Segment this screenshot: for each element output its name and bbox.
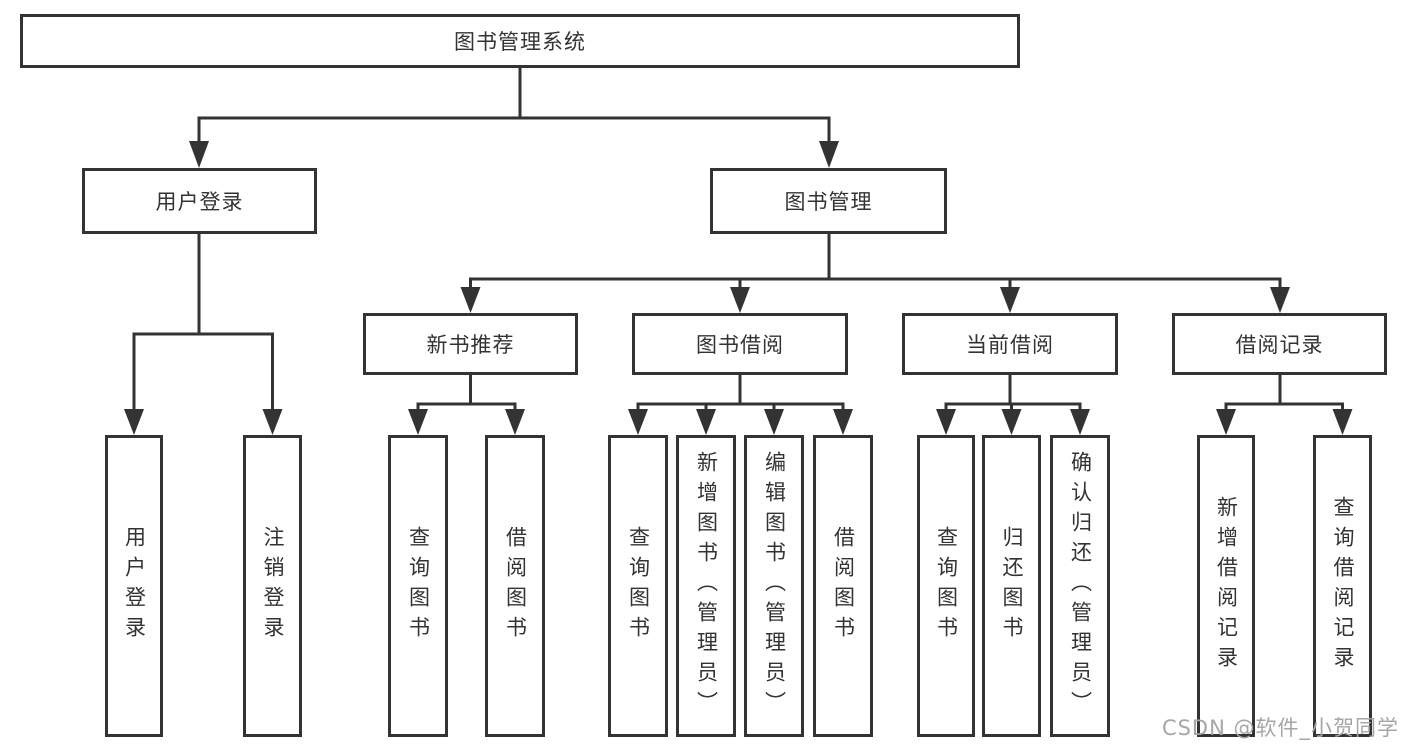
arrow-down-icon — [833, 409, 853, 435]
node-label: 用户登录 — [122, 526, 147, 646]
arrow-down-icon — [1000, 287, 1020, 313]
leaf-add-borrow-record: 新增借阅记录 — [1197, 435, 1255, 737]
node-label: 注销登录 — [261, 526, 285, 646]
arrow-down-icon — [1070, 409, 1090, 435]
node-user-login: 用户登录 — [82, 168, 317, 234]
node-label: 查询图书 — [406, 526, 431, 646]
connector-borrow-records — [1216, 375, 1353, 435]
leaf-query-borrow-record: 查询借阅记录 — [1313, 435, 1372, 737]
arrow-down-icon — [1332, 409, 1353, 435]
node-borrow-records: 借阅记录 — [1172, 313, 1387, 375]
leaf-confirm-return-admin: 确认归还（管理员） — [1050, 435, 1110, 737]
node-label: 图书借阅 — [696, 333, 784, 357]
node-label: 归还图书 — [1000, 526, 1024, 646]
node-new-book-recommend: 新书推荐 — [363, 313, 578, 375]
node-label: 编辑图书（管理员） — [762, 451, 787, 721]
arrow-down-icon — [460, 287, 481, 313]
arrow-down-icon — [1270, 287, 1290, 313]
node-label: 借阅图书 — [831, 526, 856, 646]
node-label: 新增图书（管理员） — [694, 451, 719, 721]
node-label: 借阅图书 — [503, 526, 528, 646]
leaf-add-books-admin: 新增图书（管理员） — [676, 435, 736, 737]
node-label: 当前借阅 — [966, 333, 1054, 357]
node-book-management: 图书管理 — [710, 168, 947, 234]
leaf-borrow-books: 借阅图书 — [813, 435, 873, 737]
leaf-borrow-books-recommend: 借阅图书 — [485, 435, 545, 737]
arrow-down-icon — [262, 409, 283, 435]
arrow-down-icon — [936, 409, 956, 435]
leaf-user-login: 用户登录 — [105, 435, 163, 737]
connector-book-borrow — [628, 375, 853, 435]
node-label: 图书管理系统 — [454, 30, 586, 54]
arrow-down-icon — [819, 141, 839, 168]
connector-user-login — [124, 233, 283, 435]
arrow-down-icon — [730, 287, 750, 313]
node-label: 新书推荐 — [426, 333, 515, 357]
node-label: 图书管理 — [784, 190, 873, 214]
node-label: 查询图书 — [626, 526, 651, 646]
connector-current-borrow — [936, 375, 1090, 435]
node-label: 查询图书 — [934, 526, 959, 646]
arrow-down-icon — [1216, 409, 1236, 435]
arrow-down-icon — [764, 409, 784, 435]
arrow-down-icon — [628, 409, 648, 435]
connector-new-book-recommend — [408, 375, 525, 435]
node-root-library-system: 图书管理系统 — [20, 14, 1020, 68]
leaf-edit-books-admin: 编辑图书（管理员） — [744, 435, 804, 737]
leaf-query-books-current: 查询图书 — [917, 435, 975, 737]
arrow-down-icon — [189, 141, 209, 168]
leaf-query-books-borrow: 查询图书 — [608, 435, 668, 737]
leaf-query-books-recommend: 查询图书 — [388, 435, 448, 737]
node-label: 查询借阅记录 — [1331, 496, 1355, 676]
connector-root — [189, 67, 839, 168]
node-label: 用户登录 — [155, 190, 244, 214]
node-current-borrow: 当前借阅 — [902, 313, 1118, 375]
arrow-down-icon — [124, 409, 144, 435]
node-label: 新增借阅记录 — [1214, 496, 1239, 676]
arrow-down-icon — [1001, 409, 1022, 435]
arrow-down-icon — [696, 409, 716, 435]
node-label: 借阅记录 — [1235, 333, 1324, 357]
node-label: 确认归还（管理员） — [1068, 451, 1093, 721]
csdn-watermark: CSDN @软件_小贺同学 — [1161, 716, 1399, 740]
leaf-return-books: 归还图书 — [982, 435, 1041, 737]
connector-book-management — [460, 233, 1290, 313]
leaf-logout-login: 注销登录 — [243, 435, 302, 737]
arrow-down-icon — [505, 409, 525, 435]
arrow-down-icon — [408, 409, 428, 435]
node-book-borrow: 图书借阅 — [632, 313, 848, 375]
